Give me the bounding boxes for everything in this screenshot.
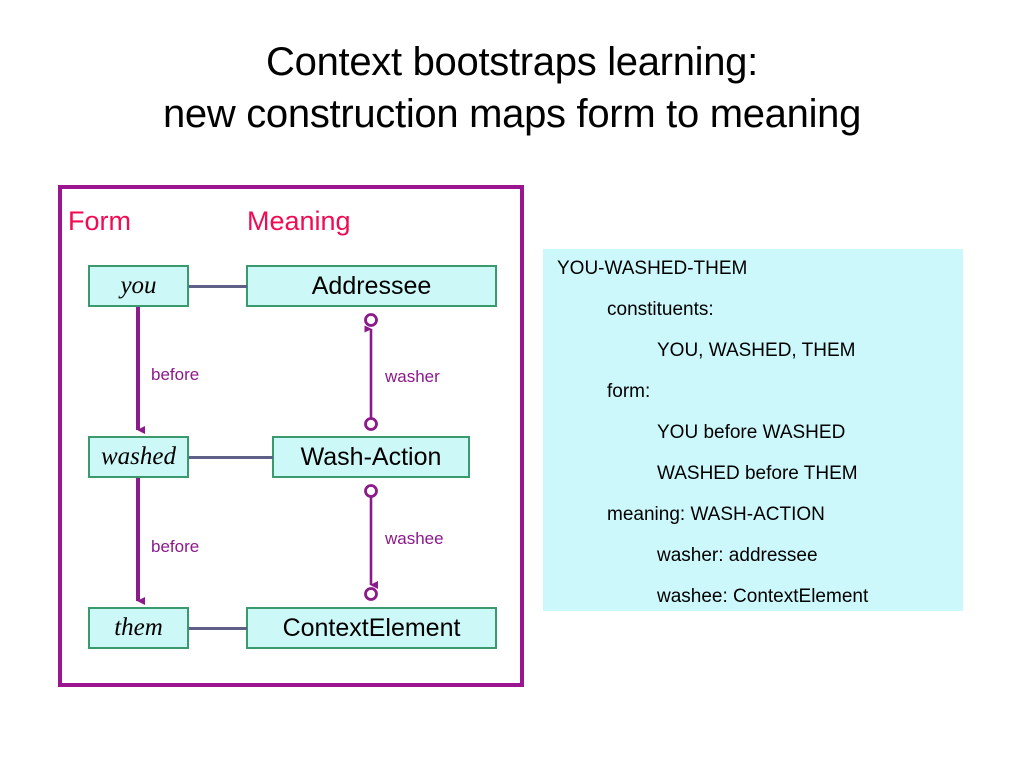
form-meaning-link-them-context [189, 627, 247, 630]
info-line: form: [607, 381, 651, 402]
meaning-node-addressee[interactable]: Addressee [246, 265, 497, 307]
column-header-meaning: Meaning [247, 206, 351, 236]
column-header-form: Form [68, 206, 131, 236]
meaning-node-context-element[interactable]: ContextElement [246, 607, 497, 649]
edge-label-washer: washer [385, 367, 440, 386]
info-line: constituents: [607, 299, 714, 320]
info-line: YOU-WASHED-THEM [557, 258, 748, 279]
edge-label-before-1: before [151, 365, 200, 384]
form-meaning-link-washed-washaction [189, 456, 273, 459]
info-line: YOU before WASHED [657, 422, 846, 443]
page-title-line-2: new construction maps form to meaning [162, 92, 862, 136]
form-meaning-link-you-addressee [189, 285, 247, 288]
info-line: YOU, WASHED, THEM [657, 340, 856, 361]
edge-label-washee: washee [385, 529, 444, 548]
page-title: Context bootstraps learning: new constru… [0, 36, 1024, 140]
edge-label-before-2: before [151, 537, 200, 556]
page-title-line-1: Context bootstraps learning: [266, 40, 758, 84]
info-line: washee: ContextElement [657, 586, 869, 607]
construction-description-panel: YOU-WASHED-THEM constituents: YOU, WASHED,… [543, 249, 963, 611]
info-line: washer: addressee [657, 545, 818, 566]
meaning-node-wash-action[interactable]: Wash-Action [272, 436, 470, 478]
info-line: meaning: WASH-ACTION [607, 504, 825, 525]
form-node-washed[interactable]: washed [88, 436, 189, 478]
form-node-them[interactable]: them [88, 607, 189, 649]
form-node-you[interactable]: you [88, 265, 189, 307]
info-line: WASHED before THEM [657, 463, 858, 484]
